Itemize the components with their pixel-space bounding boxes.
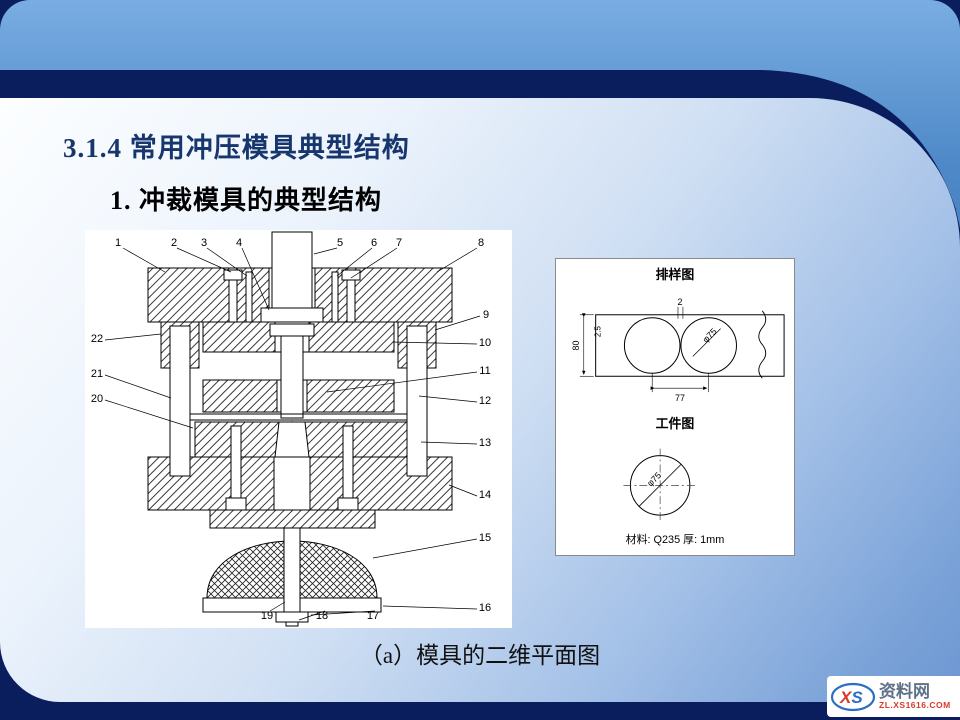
callout-18: 18: [316, 610, 328, 622]
die-opening: [274, 421, 310, 458]
lower-holder-hole: [273, 456, 311, 511]
callout-9: 9: [483, 309, 489, 321]
callout-20: 20: [91, 393, 103, 405]
callout-19: 19: [261, 610, 273, 622]
callout-1: 1: [115, 237, 121, 249]
center-nut: [275, 611, 309, 623]
material-note: 材料: Q235 厚: 1mm: [626, 532, 725, 546]
callout-13: 13: [479, 437, 491, 449]
right-screw: [346, 279, 356, 323]
die-section-drawing-box: 1 2 3 4 5 6 7 8 9 10 11 12 13 14 15 16 1…: [85, 230, 512, 628]
figure-caption: （a）模具的二维平面图: [359, 643, 601, 668]
lower-right-screw-head: [337, 497, 359, 511]
left-screw: [228, 279, 238, 323]
break-line: [758, 310, 767, 379]
strip-dimensions: 2 80 2.5 77 φ75: [571, 297, 719, 403]
dim-spacing: 2: [677, 297, 682, 307]
callout-5: 5: [337, 237, 343, 249]
dim-strip-width: 80: [571, 341, 581, 351]
lower-left-screw-head: [225, 497, 247, 511]
callout-16: 16: [479, 602, 491, 614]
right-dowel-pin: [331, 271, 339, 323]
dim-edge-margin: 2.5: [594, 326, 603, 338]
callout-11: 11: [479, 365, 490, 377]
callout-7: 7: [396, 237, 402, 249]
lower-left-screw: [230, 425, 242, 499]
callout-6: 6: [371, 237, 377, 249]
callout-22: 22: [91, 333, 103, 345]
die-structure-drawing: 1 2 3 4 5 6 7 8 9 10 11 12 13 14 15 16 1…: [91, 231, 491, 627]
callout-15: 15: [479, 532, 491, 544]
punch: [280, 335, 304, 419]
left-dowel-pin: [245, 271, 253, 323]
layout-workpiece-drawing: 排样图 2 80 2.5 77 φ75 工件图 φ75 材料: Q235 厚: …: [571, 267, 785, 546]
dim-blank-dia: φ75: [700, 326, 718, 344]
callout-17: 17: [367, 610, 379, 622]
workpiece-diagram-title: 工件图: [656, 416, 695, 431]
slide-subtitle: 1. 冲裁模具的典型结构: [110, 186, 383, 215]
dia-line: [639, 464, 682, 507]
shank-flange: [260, 307, 324, 323]
layout-workpiece-box: 排样图 2 80 2.5 77 φ75 工件图 φ75 材料: Q235 厚: …: [555, 258, 795, 556]
die-parts: [147, 231, 453, 627]
callout-3: 3: [201, 237, 207, 249]
blank-circle-2: [680, 317, 737, 374]
backing-plate: [209, 509, 376, 529]
lower-right-screw: [342, 425, 354, 499]
svg-text:XS: XS: [839, 688, 863, 707]
callout-numbers: 1 2 3 4 5 6 7 8 9 10 11 12 13 14 15 16 1…: [91, 237, 491, 622]
workpiece-drawing: φ75: [623, 448, 697, 523]
left-guide-post: [169, 325, 191, 477]
blank-circle-1: [623, 317, 681, 374]
callout-4: 4: [236, 237, 242, 249]
callout-10: 10: [479, 337, 491, 349]
left-screw-head: [223, 269, 243, 281]
punch-head: [269, 323, 315, 337]
right-screw-head: [341, 269, 361, 281]
callout-21: 21: [91, 368, 103, 380]
watermark: XS 资料网 ZL.XS1616.COM: [827, 676, 960, 717]
layout-diagram-title: 排样图: [656, 267, 695, 282]
stock-strip: [595, 314, 785, 377]
watermark-site-url: ZL.XS1616.COM: [879, 699, 951, 710]
die-shank: [271, 231, 313, 311]
xs-logo-icon: XS: [830, 682, 876, 711]
callout-leaders: [104, 247, 481, 621]
right-guide-post: [406, 325, 428, 477]
watermark-site-name: 资料网: [879, 682, 930, 702]
callout-12: 12: [479, 395, 491, 407]
bolt-tip: [285, 621, 299, 627]
callout-8: 8: [478, 237, 484, 249]
callout-2: 2: [171, 237, 177, 249]
callout-14: 14: [479, 489, 491, 501]
dim-pitch: 77: [675, 393, 685, 403]
slide-title: 3.1.4 常用冲压模具典型结构: [63, 133, 410, 163]
strip-layout: [579, 306, 785, 393]
center-bolt: [283, 527, 301, 613]
